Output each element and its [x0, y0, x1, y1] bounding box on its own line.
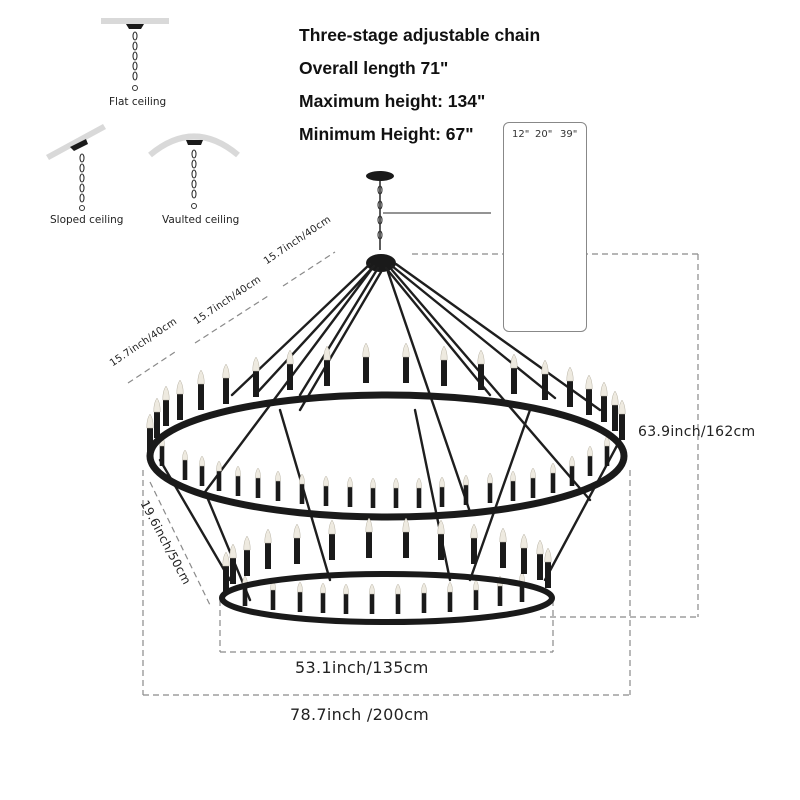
top-ring-back-candles [159, 435, 610, 509]
chain-length-20: 20" [535, 129, 553, 140]
bottom-diameter-label: 53.1inch/135cm [295, 658, 429, 677]
bottom-ring [219, 571, 555, 625]
flat-ceiling-icon [101, 18, 169, 91]
chain-length-39: 39" [560, 129, 578, 140]
ceiling-canopy [366, 171, 491, 272]
vaulted-ceiling-icon [148, 133, 240, 209]
spec-max-height: Maximum height: 134" [299, 91, 486, 111]
top-ring [146, 391, 628, 521]
spec-chain-type: Three-stage adjustable chain [299, 25, 541, 45]
vaulted-ceiling-label: Vaulted ceiling [162, 214, 240, 226]
height-label: 63.9inch/162cm [638, 424, 756, 440]
sloped-ceiling-label: Sloped ceiling [50, 214, 124, 226]
flat-ceiling-label: Flat ceiling [109, 96, 167, 108]
top-diameter-label: 78.7inch /200cm [290, 705, 430, 724]
spec-min-height: Minimum Height: 67" [299, 124, 474, 144]
chain-length-box: 12" 20" 39" [503, 122, 587, 332]
chain-length-12: 12" [512, 129, 530, 140]
spec-overall-length: Overall length 71" [299, 58, 449, 78]
dimension-guides [127, 251, 699, 696]
suspension-arms [158, 262, 622, 602]
sloped-ceiling-icon [46, 124, 106, 211]
